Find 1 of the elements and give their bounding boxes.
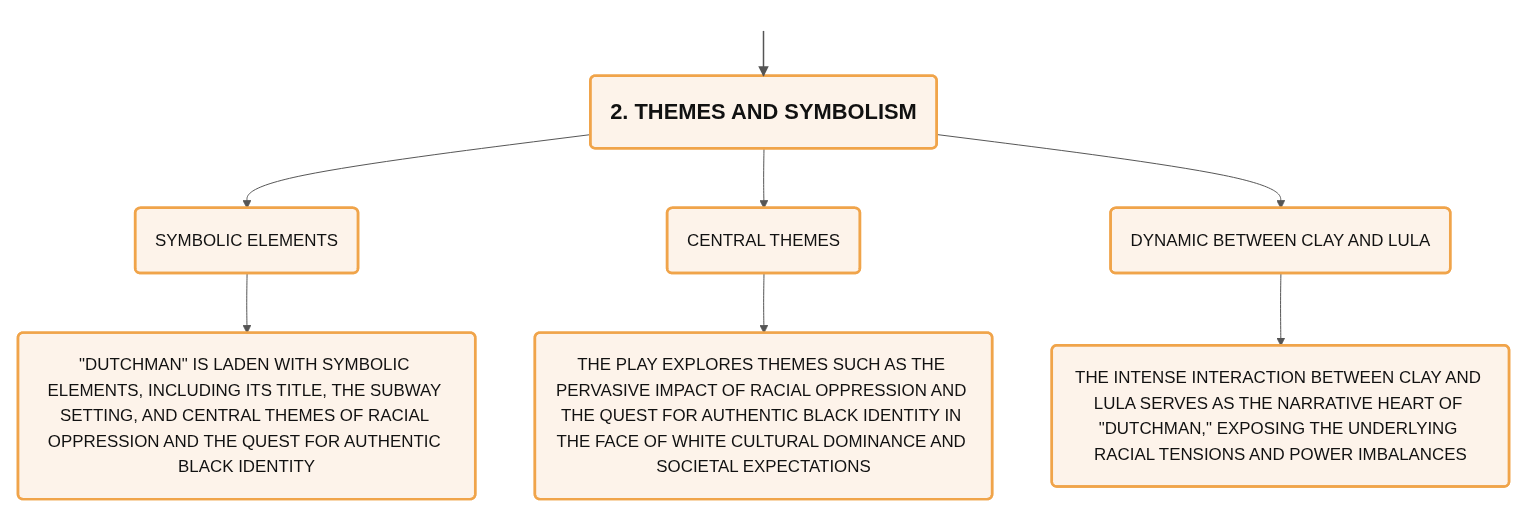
arrow xyxy=(758,30,769,78)
